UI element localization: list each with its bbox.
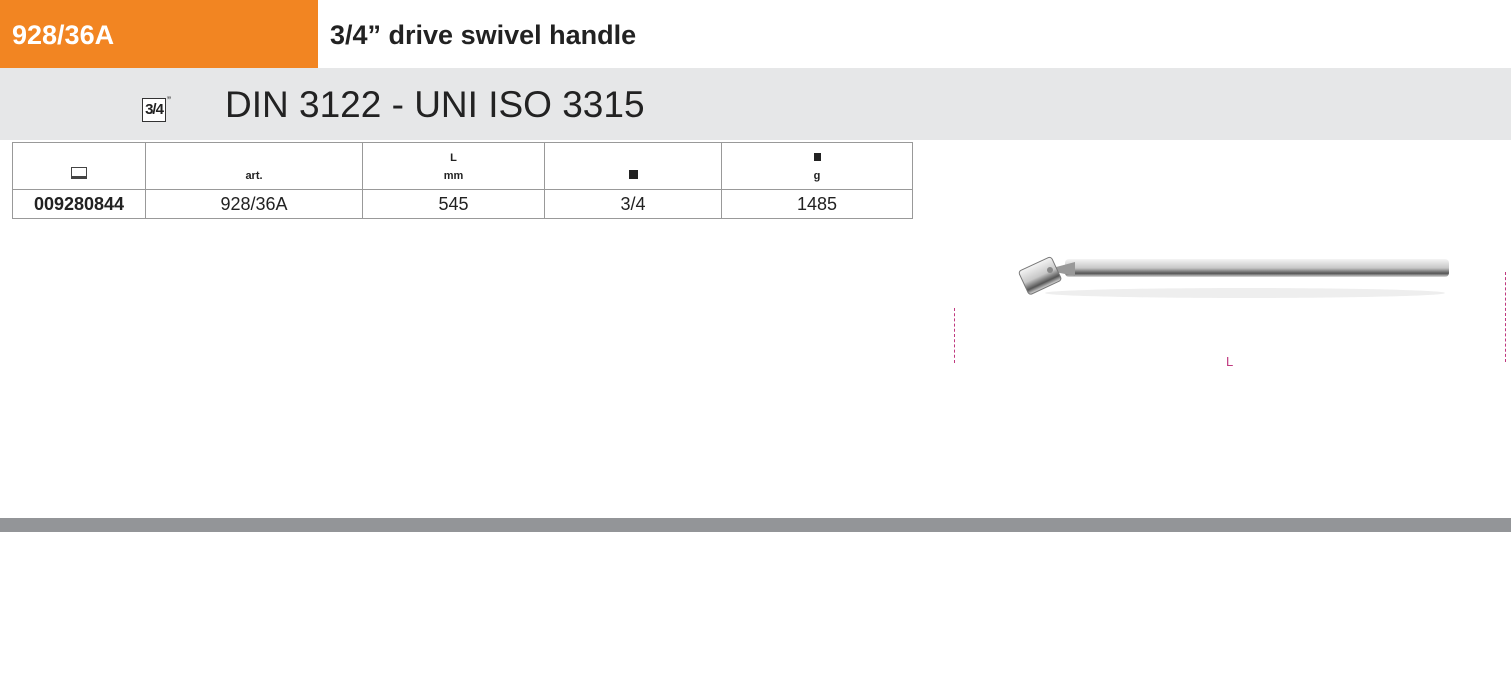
cell-weight: 1485	[721, 189, 913, 219]
dimension-label: L	[1226, 354, 1234, 369]
drive-inch-mark: ”	[167, 94, 171, 108]
header: 928/36A 3/4” drive swivel handle	[0, 0, 1511, 68]
drive-size-icon: 3/4	[142, 98, 166, 122]
barcode-icon	[71, 167, 87, 179]
cell-code: 009280844	[12, 189, 146, 219]
dimension-line-left	[954, 308, 955, 363]
header-unit: mm	[443, 170, 464, 182]
cell-art: 928/36A	[145, 189, 363, 219]
square-drive-icon	[628, 170, 638, 179]
drive-header	[544, 142, 722, 190]
product-code: 928/36A	[0, 0, 318, 68]
standards-text: DIN 3122 - UNI ISO 3315	[225, 84, 645, 125]
weight-icon	[813, 151, 821, 161]
header-unit: g	[813, 170, 821, 182]
table-row: 009280844 928/36A 545 3/4 1485	[12, 189, 913, 219]
header-label: L	[450, 152, 457, 164]
weight-header: g	[721, 142, 913, 190]
art-header: art.	[145, 142, 363, 190]
barcode-header	[12, 142, 146, 190]
dimension-line-right	[1505, 272, 1506, 362]
header-label: art.	[245, 170, 263, 182]
product-title: 3/4” drive swivel handle	[330, 20, 637, 50]
standards-band	[0, 68, 1511, 140]
footer-divider	[0, 518, 1511, 532]
cell-length: 545	[362, 189, 545, 219]
cell-drive: 3/4	[544, 189, 722, 219]
swivel-handle-image	[1018, 256, 1449, 298]
